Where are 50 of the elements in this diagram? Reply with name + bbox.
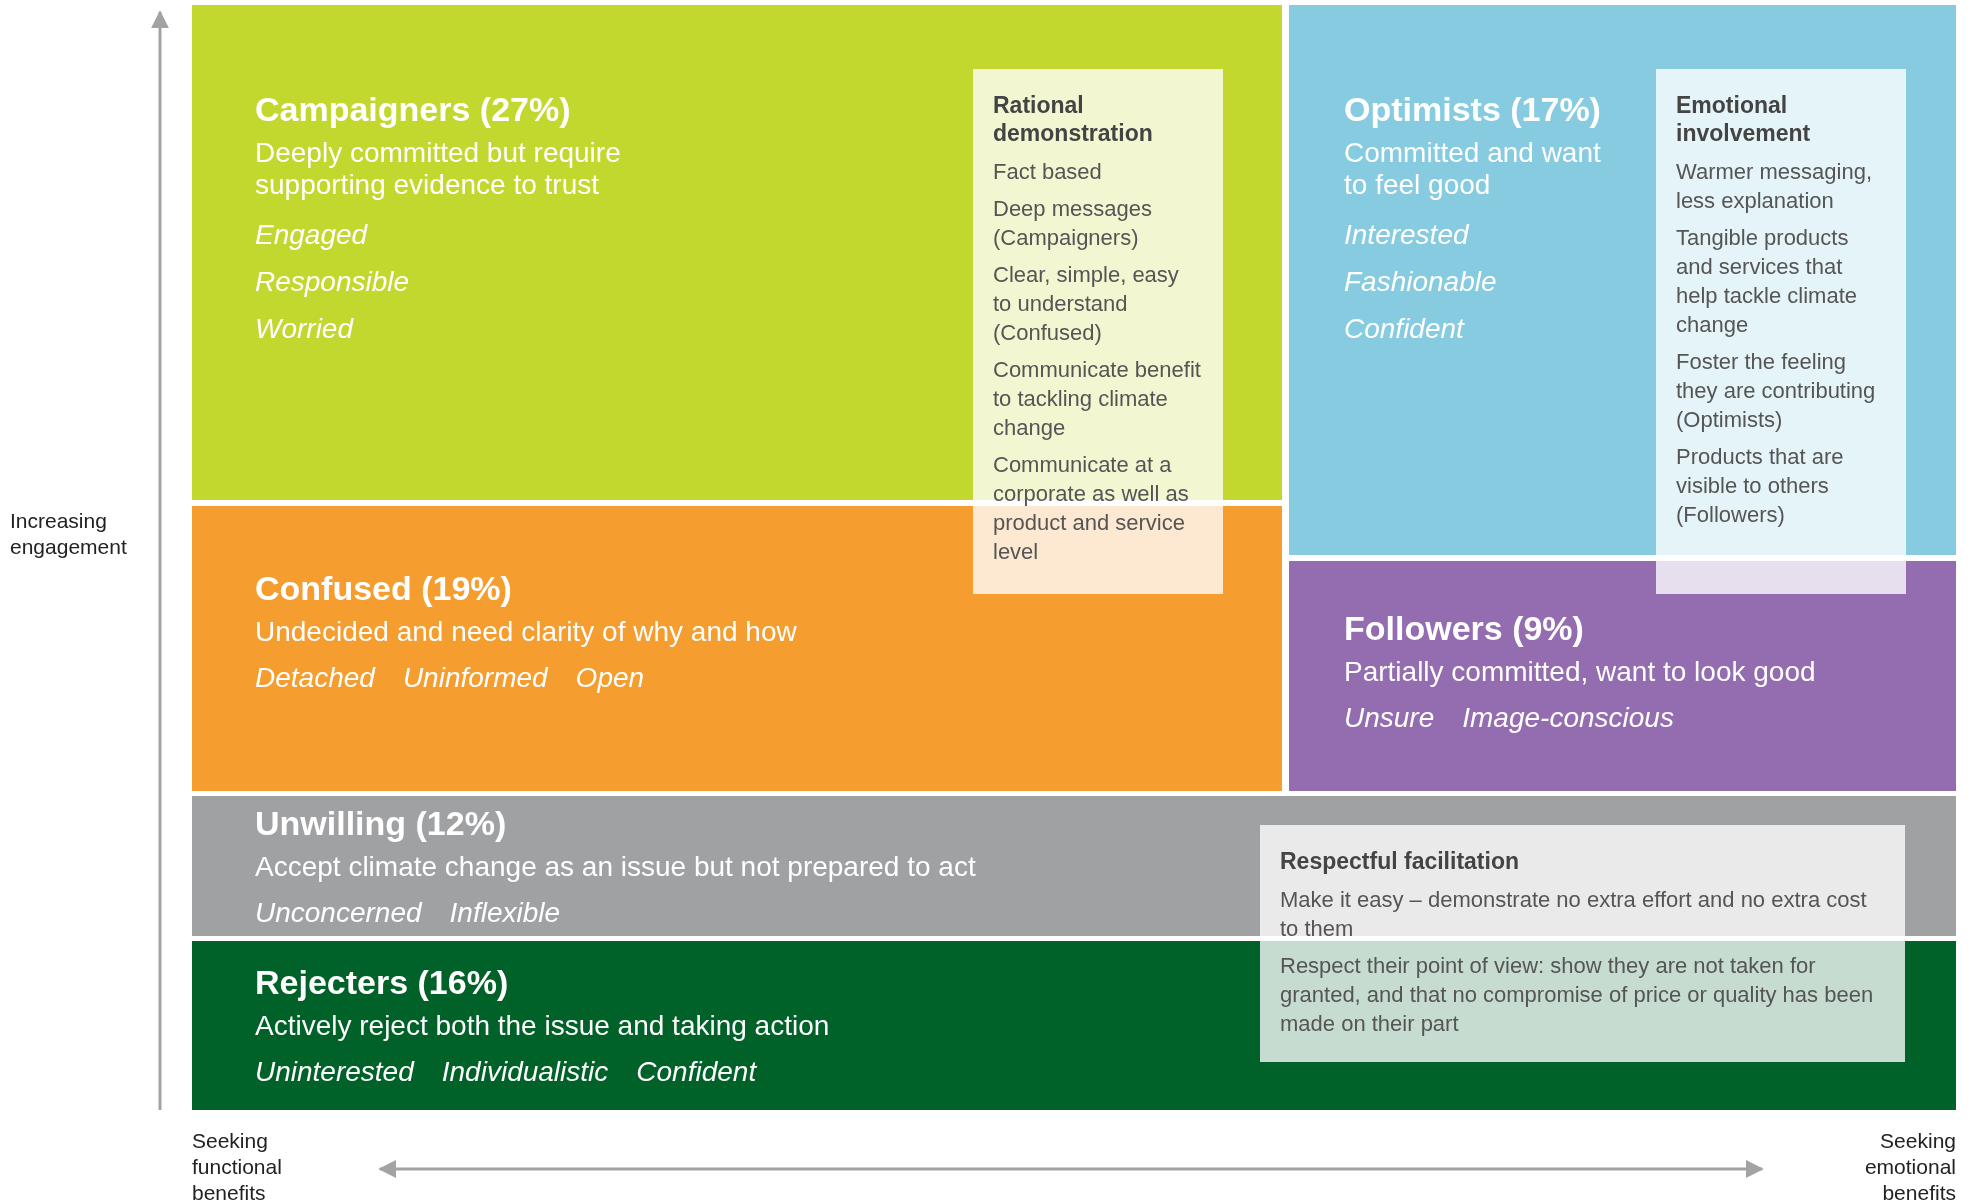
strategy-item: Warmer messaging, less explanation bbox=[1676, 158, 1873, 215]
panel-heading: Emotional involvement bbox=[1676, 91, 1812, 147]
trait-word: Unsure bbox=[1344, 701, 1435, 735]
trait-word: Responsible bbox=[255, 265, 410, 299]
segment-block bbox=[192, 506, 1282, 791]
strategy-item: Respect their point of view: show they are not taken for granted, and that no compromise of price or quality has been made on their part bbox=[1280, 952, 1875, 1038]
segment-description: Actively reject both the issue and taking action bbox=[255, 1010, 830, 1042]
trait-word: Worried bbox=[255, 312, 353, 346]
segment-title: Campaigners (27%) bbox=[255, 90, 571, 129]
strategy-item: Deep messages (Campaigners) bbox=[993, 195, 1153, 252]
trait-word: Engaged bbox=[255, 218, 368, 252]
axis-label: Seeking functional benefits bbox=[192, 1128, 283, 1203]
trait-word: Open bbox=[575, 661, 645, 695]
strategy-panel bbox=[1260, 825, 1905, 1062]
segment-description: Partially committed, want to look good bbox=[1344, 656, 1816, 688]
panel-heading: Rational demonstration bbox=[993, 91, 1154, 147]
strategy-item: Communicate at a corporate as well as product and service level bbox=[993, 451, 1190, 566]
axis-label: Seeking emotional benefits bbox=[1863, 1128, 1956, 1203]
segment-title: Confused (19%) bbox=[255, 569, 512, 608]
strategy-item: Tangible products and services that help tackle climate change bbox=[1676, 224, 1858, 339]
segment-description: Accept climate change as an issue but not prepared to act bbox=[255, 851, 976, 883]
trait-word: Detached bbox=[255, 661, 375, 695]
trait-word: Confident bbox=[1344, 312, 1464, 346]
axis-label: Increasing engagement bbox=[10, 508, 128, 560]
segment-title: Followers (9%) bbox=[1344, 609, 1584, 648]
trait-word: Uninformed bbox=[402, 661, 548, 695]
segment-title: Unwilling (12%) bbox=[255, 804, 507, 843]
segment-title: Optimists (17%) bbox=[1344, 90, 1601, 129]
trait-word: Individualistic bbox=[441, 1055, 609, 1089]
strategy-item: Clear, simple, easy to understand (Confused) bbox=[993, 261, 1180, 347]
trait-word: Image-conscious bbox=[1462, 701, 1674, 735]
strategy-panel bbox=[973, 69, 1223, 594]
segment-title: Rejecters (16%) bbox=[255, 963, 509, 1002]
segment-description: Deeply committed but require supporting evidence to trust bbox=[255, 137, 622, 201]
trait-word: Uninterested bbox=[255, 1055, 414, 1089]
strategy-item: Communicate benefit to tackling climate change bbox=[993, 356, 1202, 442]
trait-word: Inflexible bbox=[449, 896, 561, 930]
segment-description: Undecided and need clarity of why and how bbox=[255, 616, 797, 648]
strategy-item: Fact based bbox=[993, 158, 1103, 186]
segment-description: Committed and want to feel good bbox=[1344, 137, 1602, 201]
trait-word: Confident bbox=[636, 1055, 757, 1089]
strategy-item: Make it easy – demonstrate no extra effort and no extra cost to them bbox=[1280, 886, 1868, 943]
segment-block bbox=[1289, 561, 1956, 791]
trait-word: Unconcerned bbox=[255, 896, 422, 930]
panel-heading: Respectful facilitation bbox=[1280, 847, 1519, 875]
strategy-panel bbox=[1656, 69, 1906, 594]
strategy-item: Foster the feeling they are contributing (Optimists) bbox=[1676, 348, 1877, 434]
trait-word: Interested bbox=[1344, 218, 1469, 252]
trait-word: Fashionable bbox=[1344, 265, 1497, 299]
strategy-item: Products that are visible to others (Followers) bbox=[1676, 443, 1845, 529]
